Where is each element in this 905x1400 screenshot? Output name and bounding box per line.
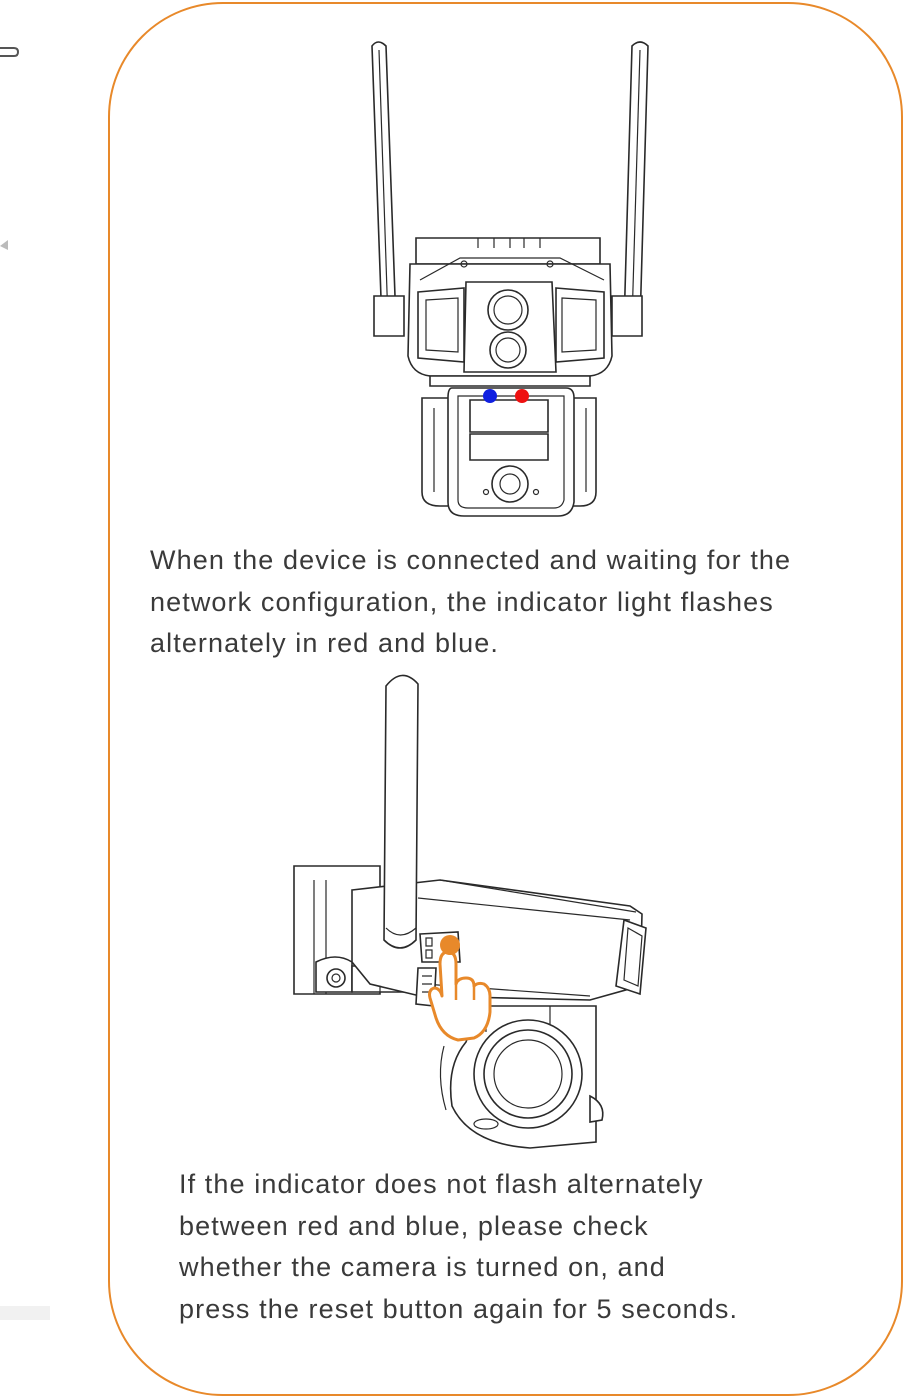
- dual-lens-camera-front-icon: [371, 41, 649, 517]
- caption-connected: When the device is connected and waiting…: [150, 545, 792, 658]
- edge-tick-icon: [0, 240, 8, 250]
- caption-check: If the indicator does not flash alternat…: [179, 1169, 739, 1324]
- right-antenna-icon: [611, 41, 649, 337]
- red-led-icon: [515, 389, 529, 403]
- left-antenna-icon: [371, 41, 405, 337]
- reset-press-point-icon: [440, 935, 460, 955]
- edge-smudge: [0, 1306, 50, 1320]
- finger-press-icon: [428, 950, 492, 1042]
- edge-bracket-icon: [0, 47, 20, 57]
- camera-side-view-icon: [293, 674, 647, 1149]
- instruction-card: [108, 2, 903, 1396]
- side-antenna-icon: [383, 674, 419, 949]
- blue-led-icon: [483, 389, 497, 403]
